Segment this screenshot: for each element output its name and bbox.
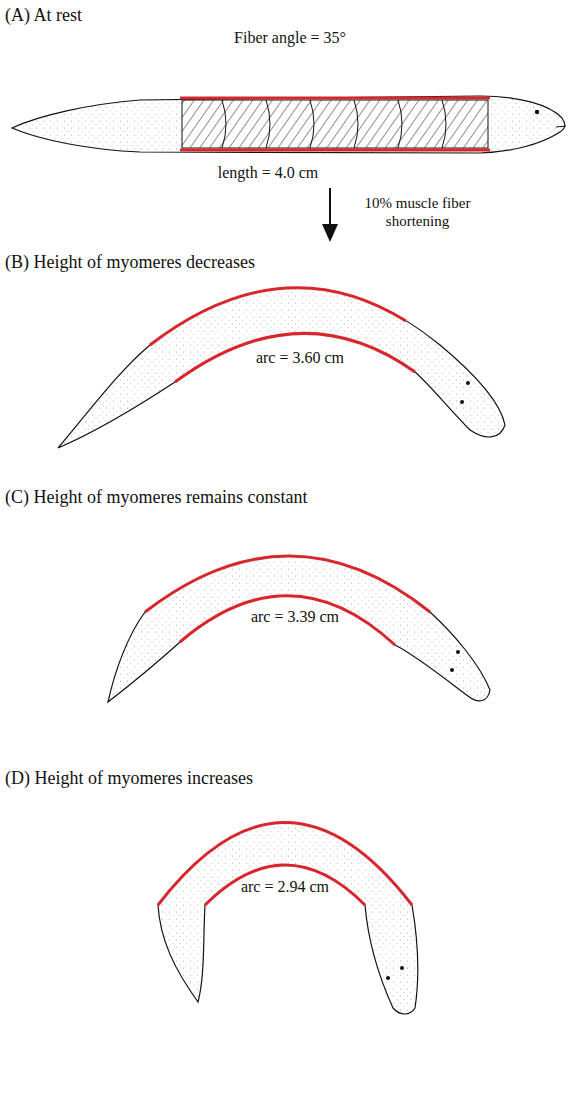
shortening-arrow [322, 188, 338, 242]
fish-bent-c [108, 556, 490, 702]
fish-bent-b [58, 288, 505, 449]
dimension-label: arc = 2.94 cm [241, 877, 329, 896]
fish-bent-d [158, 823, 418, 1015]
dimension-label: arc = 3.39 cm [251, 607, 339, 626]
dimension-label: arc = 3.60 cm [256, 348, 344, 367]
panel-heading: (B) Height of myomeres decreases [5, 252, 255, 274]
panel-heading: (C) Height of myomeres remains constant [5, 487, 307, 509]
fish-at-rest [12, 96, 566, 153]
step-note: 10% muscle fiber shortening [350, 194, 485, 230]
dimension-label: length = 4.0 cm [218, 163, 319, 182]
panel-heading: (D) Height of myomeres increases [5, 768, 253, 790]
angle-label: Fiber angle = 35° [234, 28, 346, 47]
panel-heading: (A) At rest [5, 5, 82, 27]
